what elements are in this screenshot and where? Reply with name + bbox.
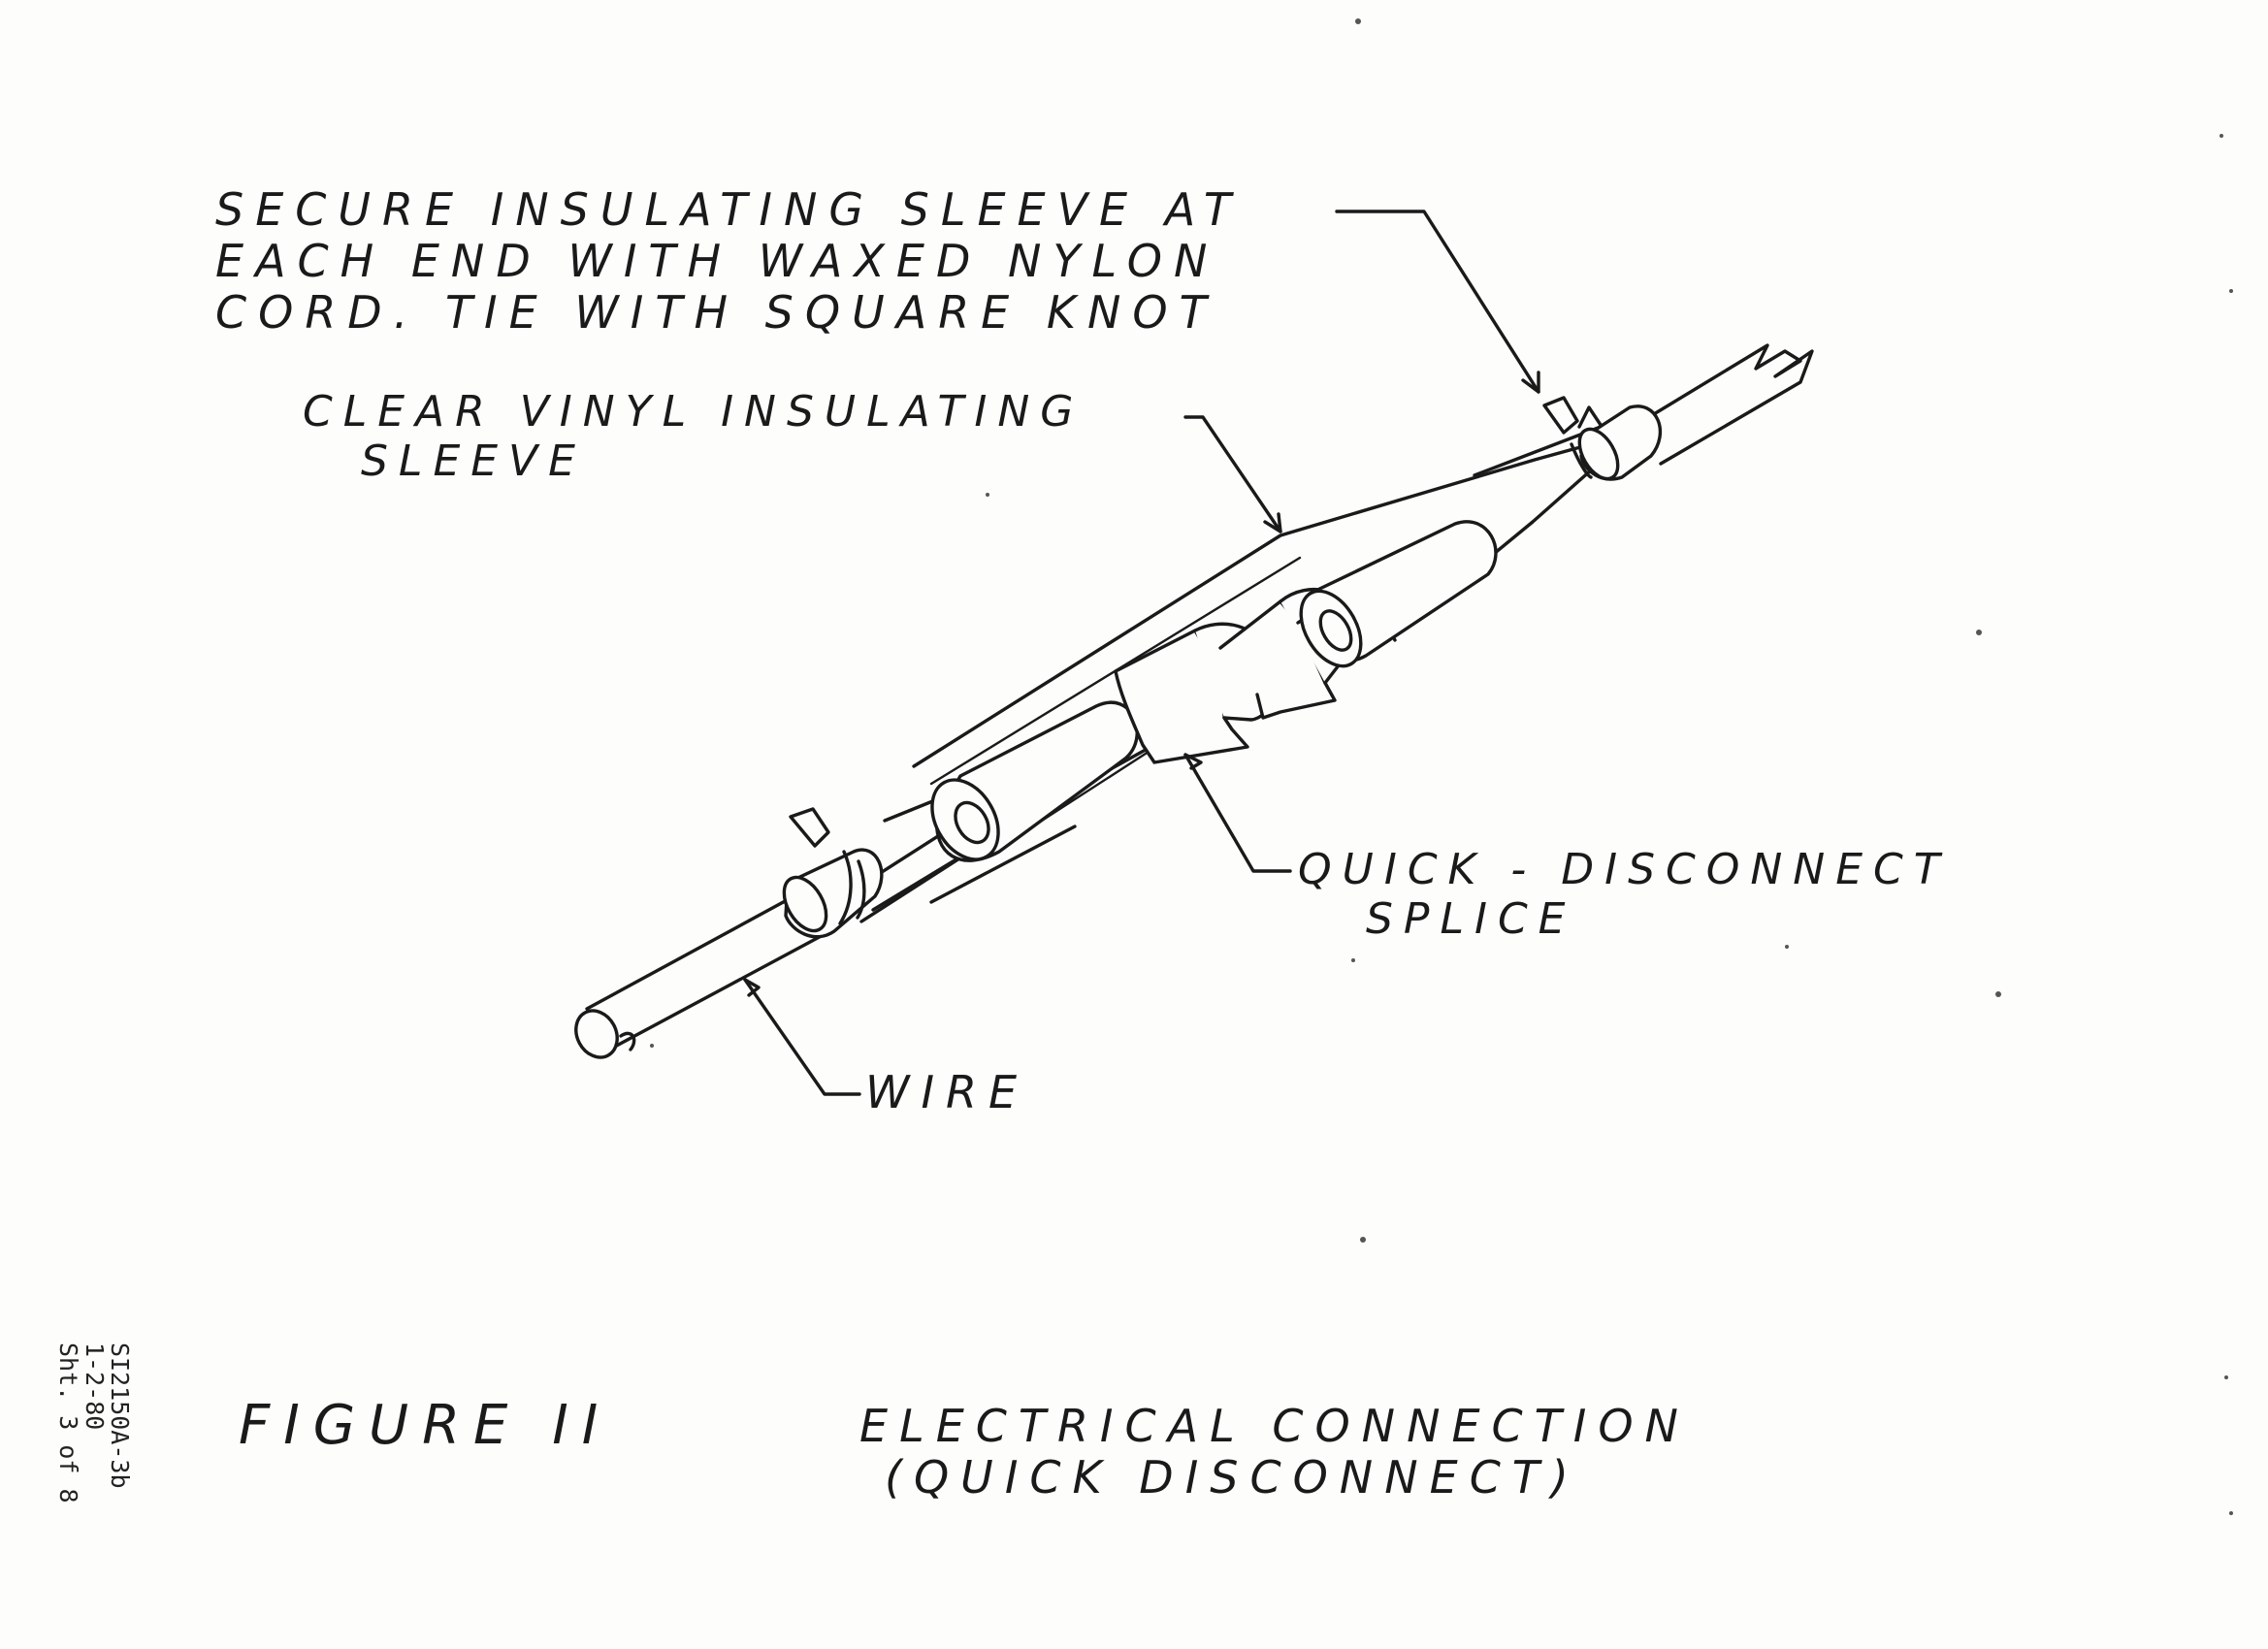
right-wire <box>1637 343 1814 466</box>
caption-line-1: ELECTRICAL CONNECTION <box>859 1400 1690 1452</box>
leader-splice <box>1183 753 1292 873</box>
figure-label: FIGURE II <box>239 1394 612 1457</box>
callout-sleeve-line-1: CLEAR VINYL INSULATING <box>303 387 1085 436</box>
left-connector <box>930 700 1139 862</box>
callout-clear-vinyl-sleeve: CLEAR VINYL INSULATING SLEEVE <box>303 387 1085 486</box>
callout-sleeve-line-2: SLEEVE <box>361 436 586 486</box>
figure-label-text: FIGURE II <box>239 1394 612 1457</box>
right-sleeve-collar <box>1570 404 1663 481</box>
callout-quick-disconnect-splice: QUICK - DISCONNECT SPLICE <box>1298 845 1951 944</box>
callout-splice-line-1: QUICK - DISCONNECT <box>1298 845 1951 894</box>
callout-secure-sleeve: SECURE INSULATING SLEEVE AT EACH END WIT… <box>215 184 1243 339</box>
nylon-cord-knots <box>789 396 1603 848</box>
callout-secure-line-2: EACH END WITH WAXED NYLON <box>215 234 1219 287</box>
leader-wire <box>743 978 861 1096</box>
leader-sleeve <box>1183 415 1282 534</box>
callout-secure-line-1: SECURE INSULATING SLEEVE AT <box>215 183 1243 236</box>
callout-secure-line-3: CORD. TIE WITH SQUARE KNOT <box>215 285 1218 339</box>
doc-ref-sheet: Sht. 3 of 8 <box>54 1342 83 1504</box>
doc-ref-date: 1-2-80 <box>80 1342 109 1431</box>
right-connector <box>1299 520 1498 668</box>
callout-wire: WIRE <box>865 1067 1028 1118</box>
callout-wire-label: WIRE <box>865 1066 1029 1118</box>
left-wire <box>574 886 828 1059</box>
leader-secure-to-knot <box>1335 210 1540 394</box>
paper-specks <box>650 18 2233 1515</box>
left-sleeve-collar <box>782 848 884 939</box>
document-reference: SI2150A-3b 1-2-80 Sht. 3 of 8 <box>54 1342 135 1504</box>
doc-ref-number: SI2150A-3b <box>106 1342 134 1489</box>
callout-splice-line-2: SPLICE <box>1366 893 1576 944</box>
caption-line-2: (QUICK DISCONNECT) <box>885 1450 1580 1504</box>
figure-caption: ELECTRICAL CONNECTION (QUICK DISCONNECT) <box>859 1401 1690 1504</box>
